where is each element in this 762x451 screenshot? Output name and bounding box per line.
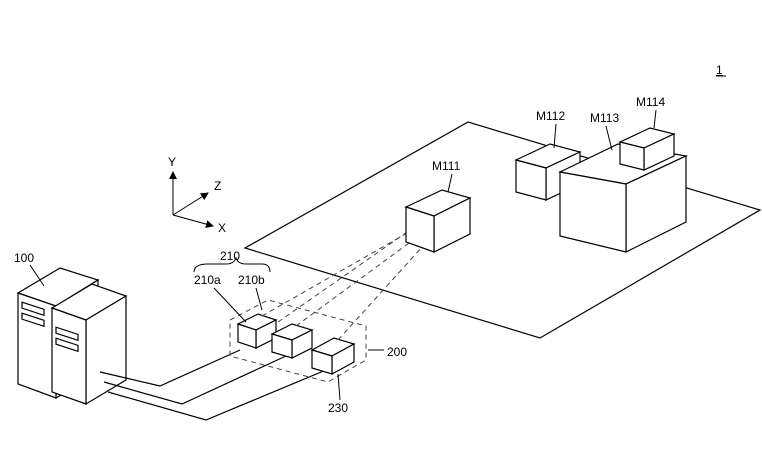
leader-m114 — [654, 110, 656, 128]
label-sensor-b: 210b — [238, 273, 265, 287]
label-m113: M113 — [590, 111, 619, 125]
leader-sensor-b — [256, 288, 262, 310]
object-m111 — [406, 190, 470, 252]
label-sensor-a: 210a — [194, 273, 221, 287]
cables — [100, 350, 326, 420]
label-sensor-unit: 200 — [387, 345, 407, 359]
leader-m113 — [606, 126, 612, 150]
axis-x-label: X — [218, 221, 226, 235]
label-m112: M112 — [536, 109, 565, 123]
floor-plane — [245, 122, 760, 338]
label-server: 100 — [14, 251, 34, 265]
axis-y-label: Y — [168, 155, 176, 169]
figure-number: 1 — [716, 63, 723, 77]
leader-cable-bundle — [338, 374, 340, 400]
sensor-cube-3 — [312, 338, 354, 374]
label-cable-bundle: 230 — [328, 401, 348, 415]
axis-z-label: Z — [214, 179, 221, 193]
sensor-sight-lines — [262, 228, 432, 340]
axis-indicator: Y Z X — [168, 155, 226, 235]
leader-m111 — [448, 174, 452, 192]
leader-m112 — [554, 124, 556, 148]
sensor-cube-2 — [272, 324, 312, 358]
label-m114: M114 — [636, 95, 665, 109]
label-m111: M111 — [432, 159, 461, 173]
leader-sensor-a — [214, 288, 246, 322]
